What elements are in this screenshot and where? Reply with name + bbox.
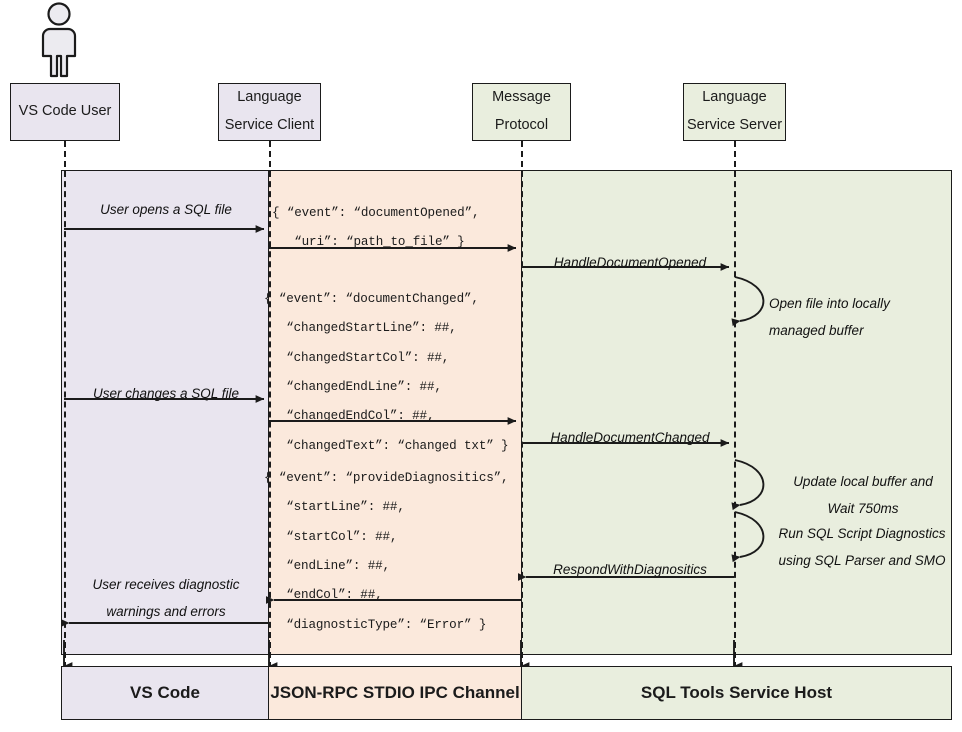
footer-label: SQL Tools Service Host [640,683,833,702]
footer-label: VS Code [130,683,200,702]
note-open-file-into-buffer: Open file into locally managed buffer [769,296,890,338]
lifeline-message-protocol [521,141,523,668]
lifeline-label-line1: Language [237,89,302,106]
person-icon [32,2,86,78]
message-label-user-changes: User changes a SQL file [92,386,240,401]
message-label-handle-document-opened: HandleDocumentOpened [553,255,707,270]
payload-provide-diagnosistics: { “event”: “provideDiagnositics”, “start… [264,471,509,632]
lifeline-label-line2: Protocol [494,117,549,133]
lifeline-label-line1: Message [492,89,551,106]
band-ipc-channel [268,170,521,655]
lifeline-vs-code-user [64,141,66,668]
lifeline-label-line2: Service Server [686,117,783,133]
message-label-respond-with-diagnosistics: RespondWithDiagnositics [553,562,707,577]
lifeline-label-line1: Language [702,89,767,106]
message-label-user-opens: User opens a SQL file [100,202,232,217]
band-vs-code [61,170,268,655]
footer-service-host[interactable]: SQL Tools Service Host [521,666,952,720]
footer-ipc-channel[interactable]: JSON-RPC STDIO IPC Channel [268,666,522,720]
message-label-handle-document-changed: HandleDocumentChanged [550,430,710,445]
lifeline-label-line2: Service Client [224,117,315,133]
lifeline-language-service-client [269,141,271,668]
lifeline-header-vs-code-user[interactable]: VS Code User [10,83,120,141]
payload-document-changed: { “event”: “documentChanged”, “changedSt… [264,292,509,453]
lifeline-header-language-service-server[interactable]: Language Service Server [683,83,786,141]
payload-document-opened: { “event”: “documentOpened”, “uri”: “pat… [272,206,480,250]
lifeline-label: VS Code User [18,103,112,120]
band-service-host [521,170,952,655]
note-update-local-buffer: Update local buffer and Wait 750ms [793,474,933,516]
message-label-user-receives: User receives diagnostic warnings and er… [92,577,240,619]
footer-label: JSON-RPC STDIO IPC Channel [270,683,520,702]
lifeline-header-language-service-client[interactable]: Language Service Client [218,83,321,141]
lifeline-header-message-protocol[interactable]: Message Protocol [472,83,571,141]
band-divider-client [268,170,269,655]
lifeline-language-service-server [734,141,736,668]
note-run-sql-diagnostics: Run SQL Script Diagnostics using SQL Par… [778,526,946,568]
footer-vs-code[interactable]: VS Code [61,666,269,720]
